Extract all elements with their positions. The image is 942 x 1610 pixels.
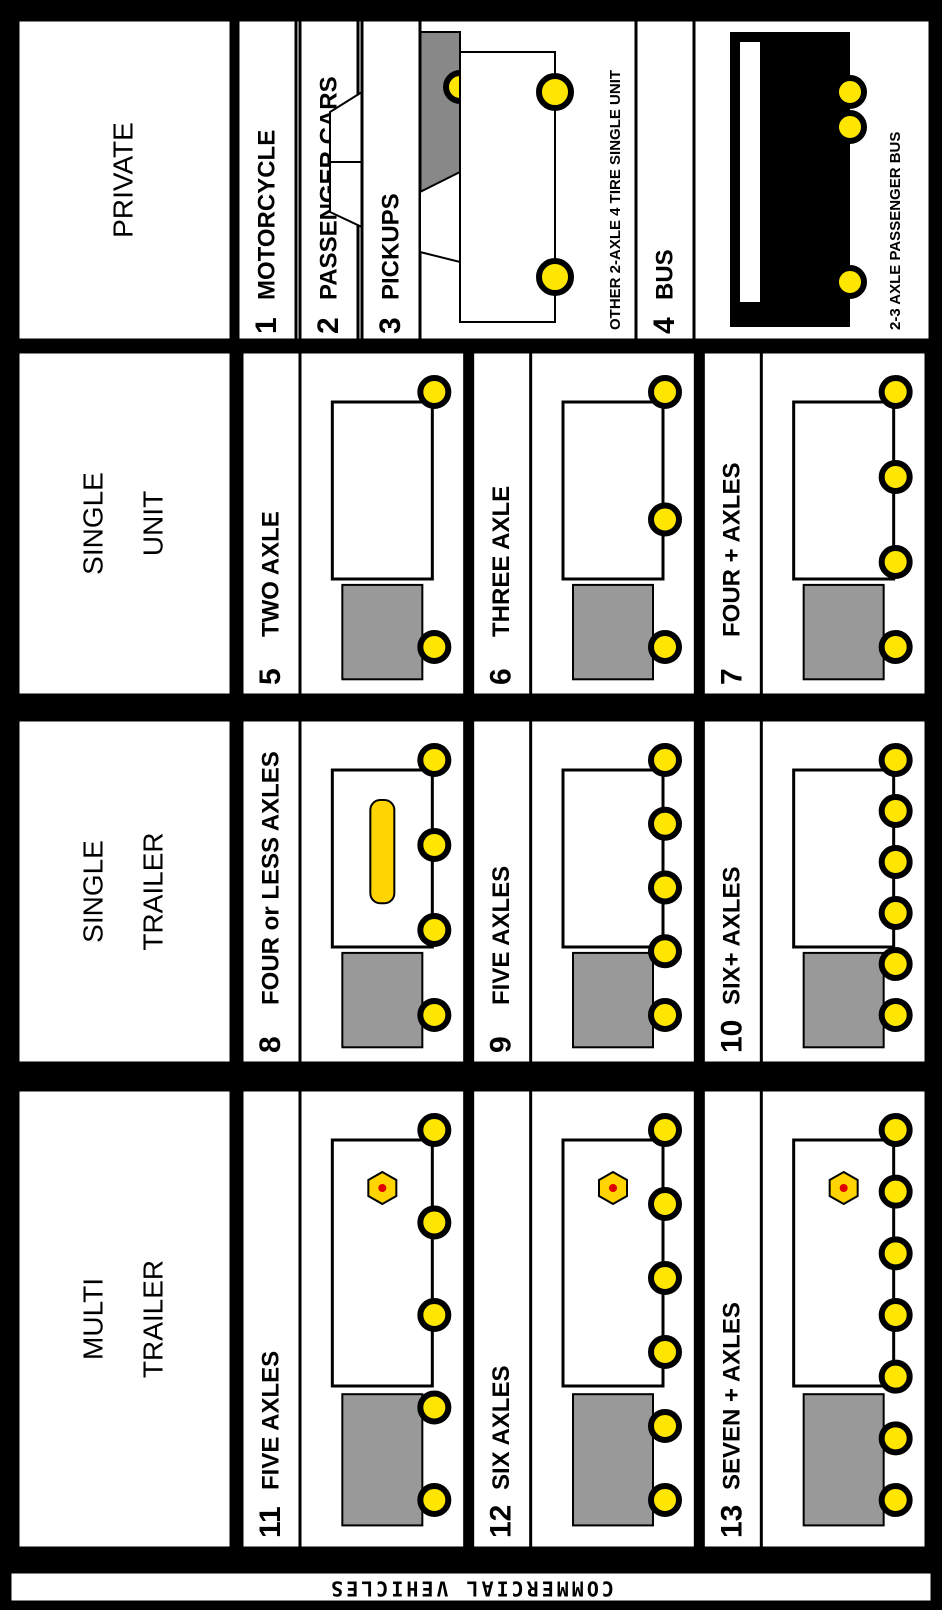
category-label: UNIT [137,491,168,556]
class-number: 5 [254,668,287,685]
class-5: 5 TWO AXLE [242,352,465,695]
category-label: PRIVATE [107,122,138,238]
category-cell [18,1090,231,1548]
banner-text: COMMERCIAL VEHICLES [328,1577,614,1601]
class-title: THREE AXLE [488,486,515,637]
class-number: 7 [715,668,748,685]
class-title: SEVEN + AXLES [719,1302,746,1490]
class-grid: SINGLE UNIT 5 TWO AXLE 6 THREE AXLE 7 FOUR + AX… [18,352,926,1548]
truck-icon [332,746,448,1047]
class-number: 6 [485,668,518,685]
class-title: BUS [651,249,678,300]
class-6: 6 THREE AXLE [473,352,696,695]
class-number: 8 [254,1036,287,1053]
category-label: SINGLE [77,472,108,575]
category-label: TRAILER [137,1260,168,1378]
category-label: TRAILER [137,832,168,950]
class-caption: 2-3 AXLE PASSENGER BUS [887,132,904,330]
class-title: SIX+ AXLES [719,867,746,1006]
class-number: 9 [485,1036,518,1053]
class-number: 1 [250,317,283,334]
class-number: 13 [715,1505,748,1538]
class-number: 12 [485,1505,518,1538]
class-title: PICKUPS [377,193,404,300]
class-11: 11 FIVE AXLES [242,1090,465,1548]
class-title: MOTORCYCLE [253,130,280,300]
row-multi-trailer: MULTI TRAILER 11 FIVE AXLES 12 SIX AXLES 13 SEV… [18,1090,926,1548]
class-number: 2 [312,317,345,334]
truck-icon [794,378,910,679]
row-single-unit: SINGLE UNIT 5 TWO AXLE 6 THREE AXLE 7 FOUR + AX… [18,352,926,695]
class-8: 8 FOUR or LESS AXLES [242,720,465,1063]
class-number: 11 [254,1506,287,1538]
class-title: SIX AXLES [488,1366,515,1490]
class-12: 12 SIX AXLES [473,1090,696,1548]
class-title: FOUR + AXLES [719,463,746,637]
truck-icon [332,378,448,679]
class-7: 7 FOUR + AXLES [703,352,926,695]
truck-icon [794,746,910,1047]
truck-icon [563,378,679,679]
class-title: TWO AXLE [257,511,284,637]
category-cell [18,352,231,695]
class-title: FOUR or LESS AXLES [257,751,284,1005]
truck-icon [563,746,679,1047]
class-9: 9 FIVE AXLES [473,720,696,1063]
class-10: 10 SIX+ AXLES [703,720,926,1063]
class-caption: OTHER 2-AXLE 4 TIRE SINGLE UNIT [607,70,624,330]
row-private: PRIVATE 1 MOTORCYCLE 2 PASSENGER CARS [18,20,930,340]
category-cell [18,720,231,1063]
category-label: SINGLE [77,840,108,943]
class-number: 3 [374,317,407,334]
row-single-trailer: SINGLE TRAILER 8 FOUR or LESS AXLES 9 FIVE AX… [18,720,926,1063]
class-title: FIVE AXLES [488,866,515,1005]
bus-icon [730,32,864,327]
category-label: MULTI [77,1278,108,1360]
class-number: 10 [715,1020,748,1053]
class-number: 4 [648,317,681,334]
class-title: FIVE AXLES [257,1351,284,1490]
class-13: 13 SEVEN + AXLES [703,1090,926,1548]
